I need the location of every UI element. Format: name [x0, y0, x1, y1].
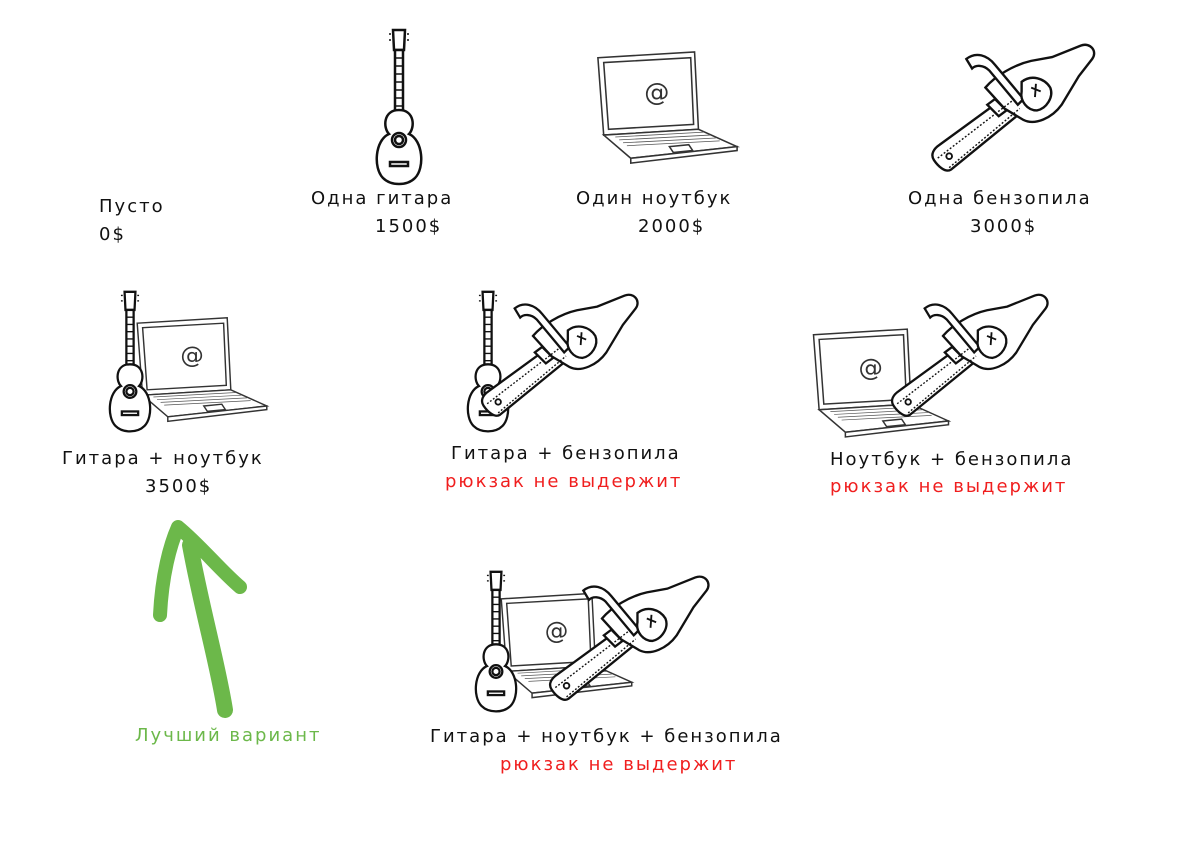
chainsaw-label: Одна бензопила	[908, 188, 1092, 209]
all-items-warning: рюкзак не выдержит	[500, 754, 738, 775]
laptop-label: Один ноутбук	[576, 188, 733, 209]
guitar-icon	[368, 28, 430, 188]
guitar-label: Одна гитара	[311, 188, 454, 209]
guitar-icon	[468, 570, 524, 715]
guitar-chainsaw-warning: рюкзак не выдержит	[445, 471, 683, 492]
empty-value: 0$	[99, 224, 126, 245]
empty-label: Пусто	[99, 196, 165, 217]
laptop-chainsaw-label: Ноутбук + бензопила	[830, 449, 1074, 470]
all-items-label: Гитара + ноутбук + бензопила	[430, 726, 783, 747]
chainsaw-value: 3000$	[970, 216, 1038, 237]
guitar-value: 1500$	[375, 216, 443, 237]
guitar-icon	[102, 290, 158, 435]
arrow-up-icon	[153, 520, 247, 718]
best-option-label: Лучший вариант	[135, 725, 322, 746]
laptop-icon	[590, 50, 745, 166]
chainsaw-icon	[888, 288, 1053, 426]
chainsaw-icon	[546, 570, 714, 710]
guitar-laptop-label: Гитара + ноутбук	[62, 448, 264, 469]
chainsaw-icon	[928, 38, 1100, 181]
chainsaw-icon	[478, 288, 643, 426]
laptop-value: 2000$	[638, 216, 706, 237]
guitar-chainsaw-label: Гитара + бензопила	[451, 443, 681, 464]
guitar-laptop-value: 3500$	[145, 476, 213, 497]
laptop-chainsaw-warning: рюкзак не выдержит	[830, 476, 1068, 497]
